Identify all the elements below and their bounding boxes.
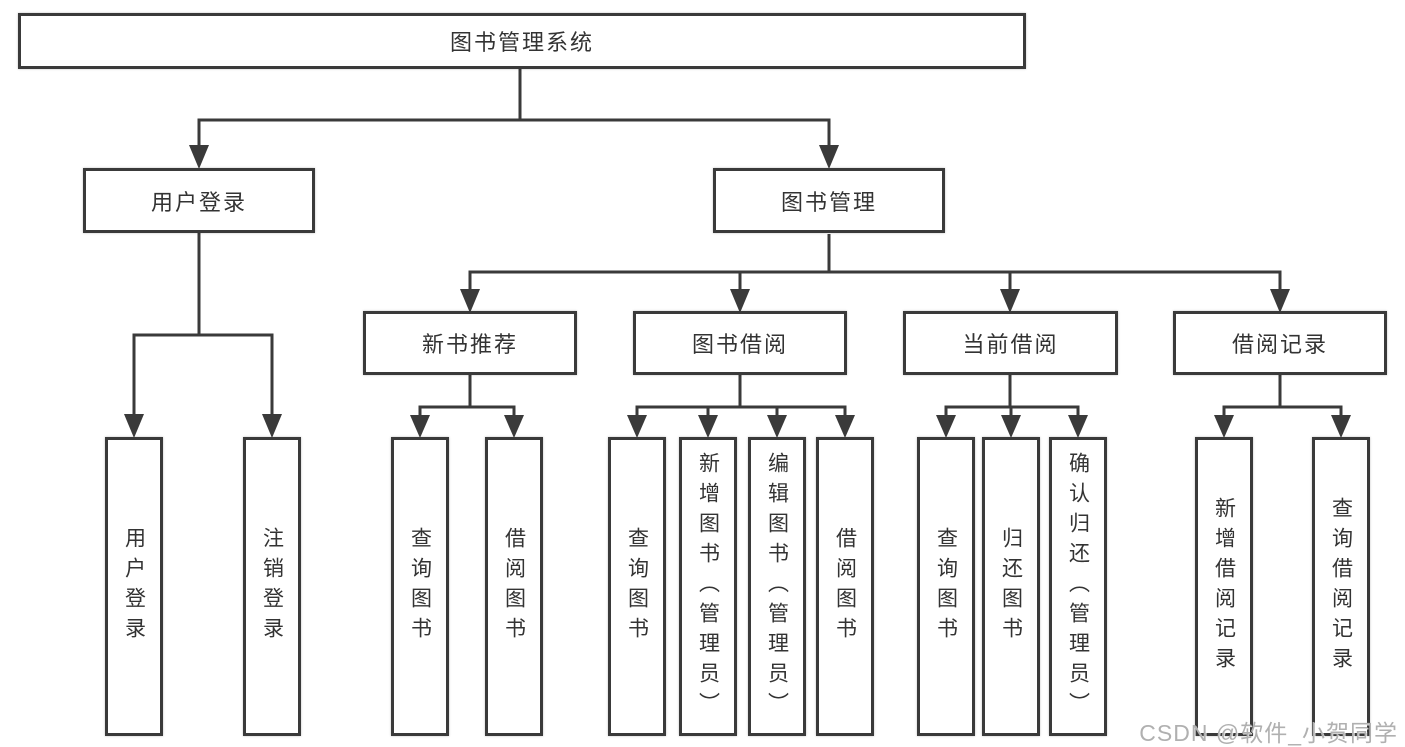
node-new-book-recommend: 新书推荐 [363, 311, 577, 375]
arrowhead [1331, 415, 1351, 438]
arrowhead [627, 415, 647, 438]
csdn-watermark: CSDN @软件_小贺同学 [1139, 720, 1398, 746]
leaf-edit-books-admin: 编辑图书（管理员） [748, 437, 806, 736]
node-user-login: 用户登录 [83, 168, 315, 233]
leaf-borrow-books-2: 借阅图书 [816, 437, 874, 736]
arrowhead [819, 145, 839, 169]
node-book-management: 图书管理 [713, 168, 945, 233]
connector-root-to-level2 [189, 69, 839, 169]
connector-current-borrow-to-leaves [936, 374, 1088, 438]
node-root-system: 图书管理系统 [18, 13, 1026, 69]
arrowhead [698, 415, 718, 438]
leaf-add-books-admin: 新增图书（管理员） [679, 437, 737, 736]
arrowhead [410, 415, 430, 438]
leaf-query-borrow-record: 查询借阅记录 [1312, 437, 1370, 736]
arrowhead [1001, 415, 1021, 438]
connector-borrow-records-to-leaves [1214, 374, 1351, 438]
connector-book-management-to-level3 [460, 234, 1290, 313]
leaf-query-books-3: 查询图书 [917, 437, 975, 736]
leaf-confirm-return-admin: 确认归还（管理员） [1049, 437, 1107, 736]
leaf-logout: 注销登录 [243, 437, 301, 736]
node-book-borrow: 图书借阅 [633, 311, 847, 375]
arrowhead [124, 414, 144, 438]
arrowhead [936, 415, 956, 438]
arrowhead [1068, 415, 1088, 438]
arrowhead [1214, 415, 1234, 438]
leaf-query-books-2: 查询图书 [608, 437, 666, 736]
arrowhead [1270, 289, 1290, 313]
arrowhead [730, 289, 750, 313]
leaf-add-borrow-record: 新增借阅记录 [1195, 437, 1253, 736]
leaf-return-books: 归还图书 [982, 437, 1040, 736]
connector-user-login-to-leaves [124, 233, 282, 438]
leaf-user-login: 用户登录 [105, 437, 163, 736]
connector-book-borrow-to-leaves [627, 374, 855, 438]
leaf-borrow-books-1: 借阅图书 [485, 437, 543, 736]
arrowhead [767, 415, 787, 438]
node-current-borrow: 当前借阅 [903, 311, 1118, 375]
arrowhead [460, 289, 480, 313]
arrowhead [189, 145, 209, 169]
arrowhead [1000, 289, 1020, 313]
arrowhead [835, 415, 855, 438]
arrowhead [504, 415, 524, 438]
leaf-query-books-1: 查询图书 [391, 437, 449, 736]
connector-new-book-to-leaves [410, 374, 524, 438]
node-borrow-records: 借阅记录 [1173, 311, 1387, 375]
arrowhead [262, 414, 282, 438]
